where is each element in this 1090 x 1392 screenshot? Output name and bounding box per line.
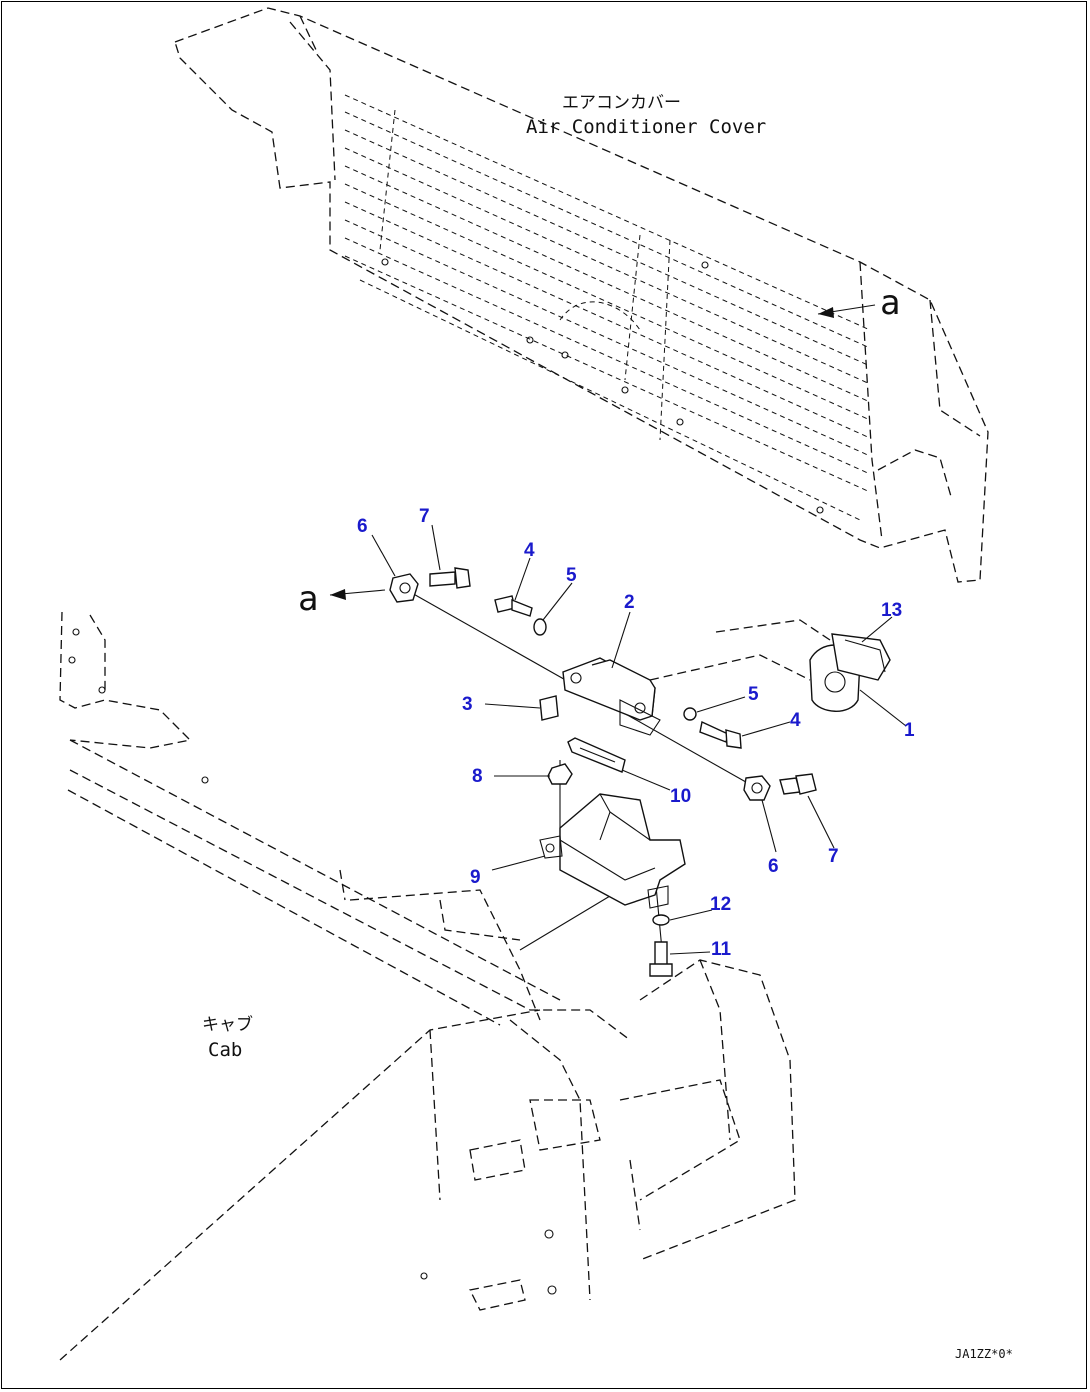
block-10 <box>567 737 626 773</box>
cab-structure <box>59 611 796 1361</box>
cover-label-jp: エアコンカバー <box>562 93 681 113</box>
bolt-7-lower <box>779 773 817 795</box>
cab-label-en: Cab <box>208 1039 242 1061</box>
nut-8 <box>547 763 573 785</box>
callout-7-upper: 7 <box>419 506 430 527</box>
callout-4-lower: 4 <box>790 710 801 731</box>
bolt-4-upper <box>494 595 533 617</box>
reference-a-top: a <box>880 283 900 323</box>
nut-6-lower <box>743 775 771 801</box>
bolt-4-lower <box>699 720 742 749</box>
spacer-3 <box>539 695 559 721</box>
callout-group: 6 7 4 5 2 13 3 5 4 1 8 10 9 6 7 12 11 <box>357 506 915 960</box>
callout-5-lower: 5 <box>748 684 759 705</box>
switch-13 <box>649 619 891 712</box>
callout-8: 8 <box>472 766 483 787</box>
cover-label-en: Air Conditioner Cover <box>526 116 766 138</box>
callout-6-upper: 6 <box>357 516 368 537</box>
washer-5-lower <box>683 707 697 721</box>
callout-10: 10 <box>670 786 691 807</box>
nut-6-upper <box>389 573 419 603</box>
callout-9: 9 <box>470 867 481 888</box>
callout-7-lower: 7 <box>828 846 839 867</box>
callout-1: 1 <box>904 720 915 741</box>
callout-3: 3 <box>462 694 473 715</box>
bolt-7-upper <box>429 567 471 589</box>
bracket-2 <box>562 657 661 736</box>
callout-6-lower: 6 <box>768 856 779 877</box>
callout-13: 13 <box>881 600 902 621</box>
bolt-11 <box>649 941 673 977</box>
callout-11: 11 <box>711 939 732 960</box>
callout-5-upper: 5 <box>566 565 577 586</box>
reference-a-left: a <box>298 579 318 619</box>
washer-12 <box>652 914 670 926</box>
drawing-code: JA1ZZ*0* <box>955 1347 1013 1361</box>
cab-label-jp: キャブ <box>202 1014 253 1035</box>
callout-12: 12 <box>710 894 731 915</box>
callout-4-upper: 4 <box>524 540 535 561</box>
washer-5-upper <box>533 618 547 636</box>
air-conditioner-cover <box>174 7 989 583</box>
callout-2: 2 <box>624 592 635 613</box>
mount-bracket-9 <box>539 793 686 909</box>
